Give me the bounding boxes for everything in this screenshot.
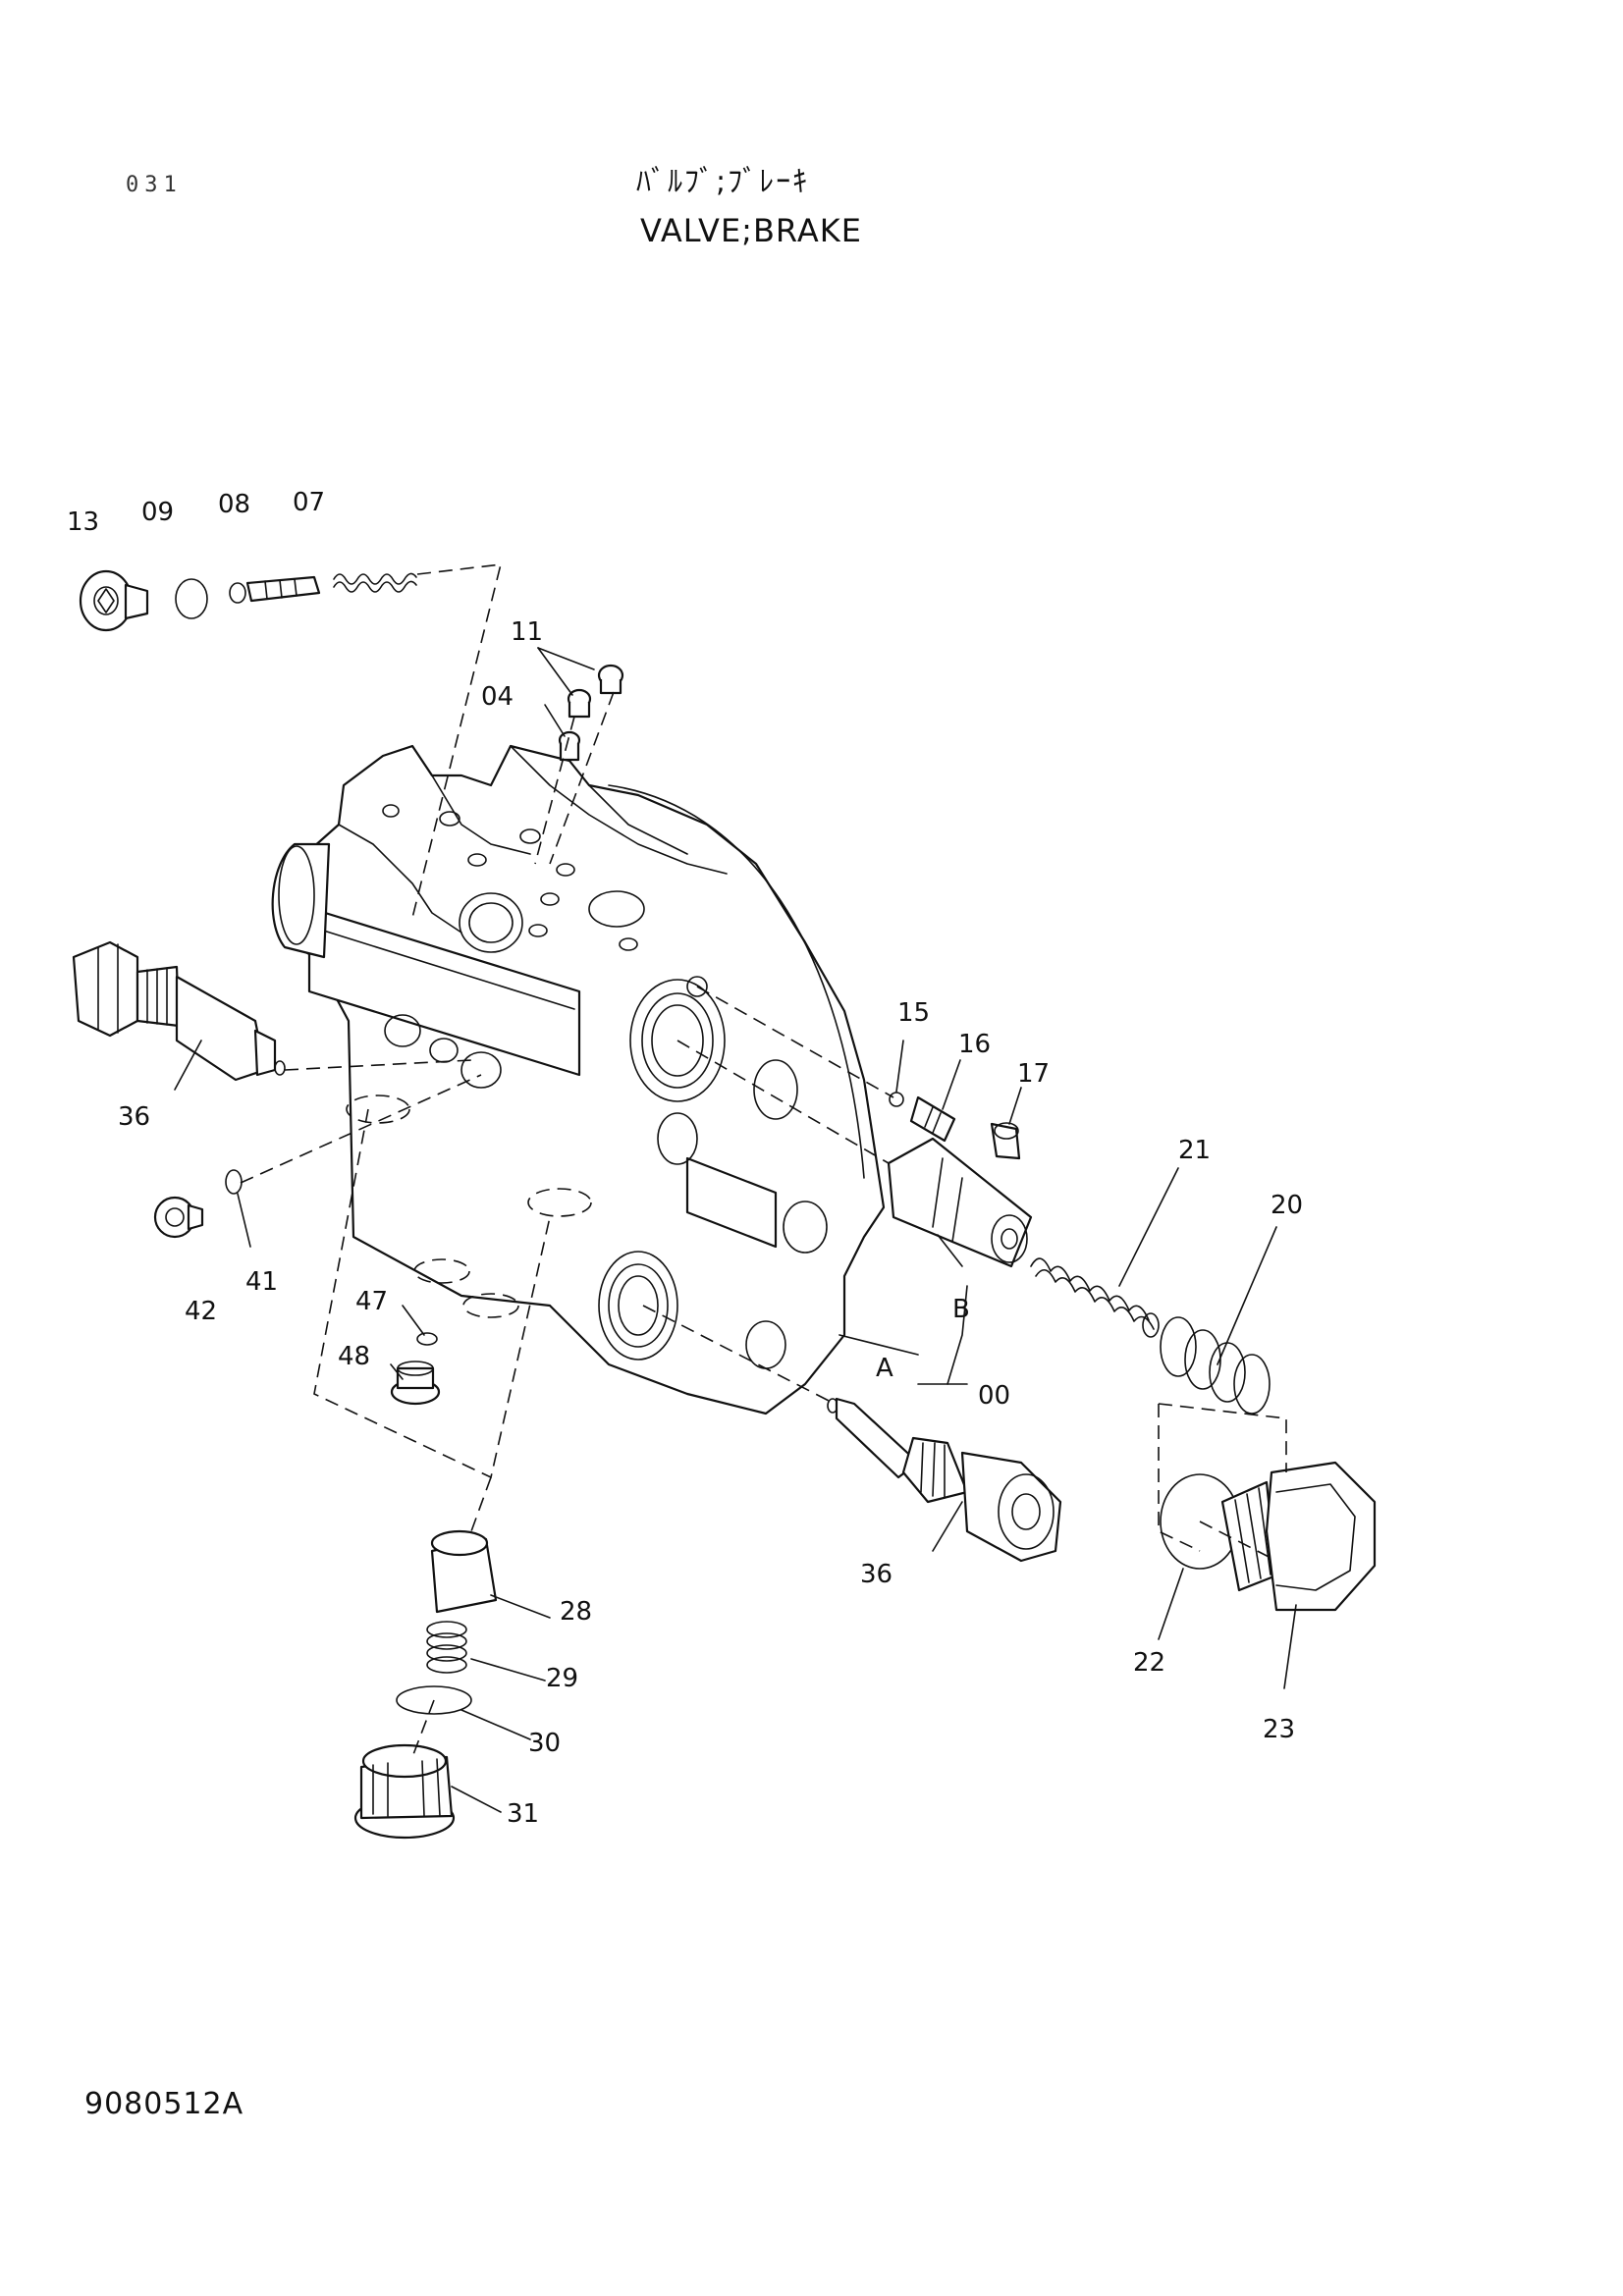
title-japanese: ﾊﾞﾙﾌﾞ;ﾌﾞﾚｰｷ [636, 165, 810, 199]
spring-20 [1160, 1316, 1271, 1415]
page-number: 031 [126, 173, 183, 197]
plug-42 [153, 1196, 204, 1239]
plug-48 [390, 1361, 441, 1406]
figure-code: 9080512A [84, 2087, 244, 2121]
plug-13 [79, 569, 149, 632]
callout-11: 11 [511, 617, 543, 647]
spool [887, 1137, 1033, 1268]
leader-lines [174, 563, 1297, 1813]
callout-36-right: 36 [860, 1560, 893, 1589]
o-ring-47 [416, 1332, 438, 1346]
callout-04: 04 [481, 682, 514, 712]
spring-21 [1030, 1257, 1160, 1338]
hex-plug-23 [1220, 1461, 1377, 1612]
callout-41: 41 [245, 1267, 278, 1297]
relief-valve-36-right [827, 1397, 1062, 1563]
callout-22: 22 [1133, 1648, 1165, 1678]
spring-29 [426, 1621, 467, 1674]
seat-16 [909, 1095, 956, 1143]
callout-13: 13 [67, 507, 99, 537]
callout-09: 09 [141, 498, 174, 527]
callout-15: 15 [897, 998, 930, 1028]
callout-00: 00 [978, 1381, 1010, 1411]
plug-31 [353, 1743, 456, 1840]
callout-31: 31 [507, 1799, 539, 1829]
piston-28 [430, 1529, 498, 1614]
o-ring-41 [225, 1169, 243, 1195]
callout-A: A [876, 1354, 893, 1383]
relief-valve-36-left [72, 940, 286, 1082]
o-ring-30 [396, 1685, 472, 1715]
poppet-08 [229, 575, 321, 604]
callout-30: 30 [528, 1729, 561, 1758]
plug-17 [990, 1122, 1021, 1160]
callout-48: 48 [338, 1342, 370, 1371]
callout-B: B [952, 1295, 970, 1324]
title-english: VALVE;BRAKE [640, 212, 862, 249]
valve-body [271, 744, 886, 1415]
callout-42: 42 [185, 1297, 217, 1326]
screws-11 [567, 664, 624, 719]
screw-04 [558, 730, 581, 762]
ball-15 [889, 1092, 904, 1107]
spring-07 [333, 572, 417, 593]
callout-29: 29 [546, 1664, 578, 1693]
callout-08: 08 [218, 490, 250, 519]
callout-07: 07 [293, 488, 325, 517]
callout-16: 16 [958, 1030, 991, 1059]
callout-36-left: 36 [118, 1102, 150, 1132]
o-ring-09 [175, 578, 208, 619]
callout-17: 17 [1017, 1059, 1050, 1089]
callout-28: 28 [560, 1597, 592, 1627]
callout-21: 21 [1178, 1136, 1211, 1165]
callout-47: 47 [355, 1287, 388, 1316]
callout-20: 20 [1271, 1191, 1303, 1220]
callout-23: 23 [1263, 1715, 1295, 1744]
